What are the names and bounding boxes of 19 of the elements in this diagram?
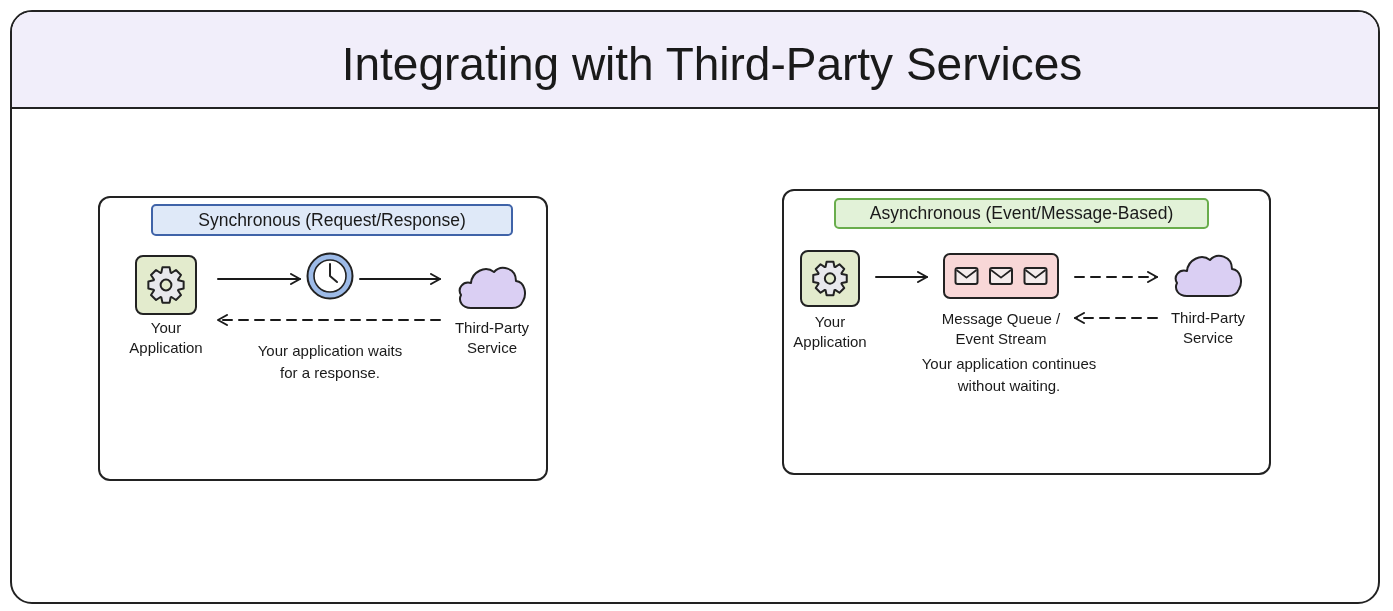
node-label: Message Queue / Event Stream (940, 309, 1062, 349)
node-label: Third-Party Service (453, 318, 531, 358)
arrow (875, 271, 928, 283)
panel-card (782, 189, 1271, 475)
panel-heading: Asynchronous (Event/Message-Based) (834, 198, 1209, 229)
note-text: Your application waits for a response. (256, 341, 404, 383)
dashed-arrow (217, 314, 441, 326)
node-label: Third-Party Service (1169, 308, 1247, 348)
node-label: Your Application (792, 312, 868, 352)
dashed-arrow (1074, 271, 1158, 283)
diagram-title: Integrating with Third-Party Services (341, 36, 1083, 91)
node-label: Your Application (128, 318, 204, 358)
arrow (217, 273, 301, 285)
note-text: Your application continues without waiting. (920, 354, 1098, 396)
panel-heading: Synchronous (Request/Response) (151, 204, 513, 236)
panel-card (98, 196, 548, 481)
clock-icon (306, 252, 354, 300)
arrow (359, 273, 441, 285)
dashed-arrow (1074, 312, 1158, 324)
